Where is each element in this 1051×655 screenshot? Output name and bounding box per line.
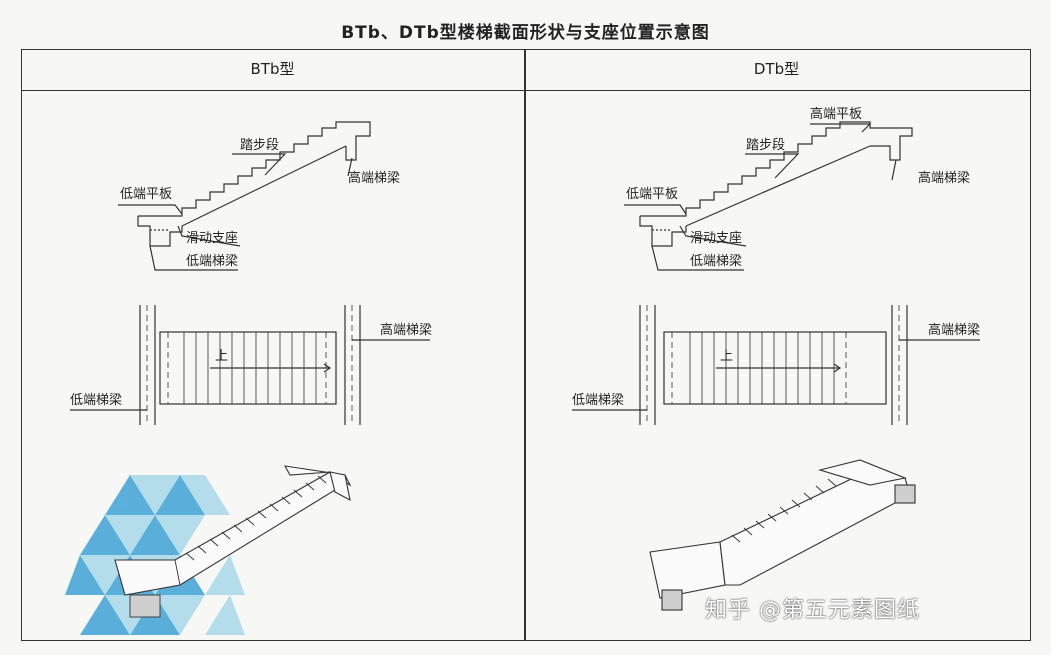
dtb-steps-label: 踏步段 [746,138,785,153]
dtb-3d-high-slab [817,459,907,486]
dtb-low-slab-label: 低端平板 [626,187,678,202]
dtb-3d-stair-body [719,469,911,586]
dtb-3d-view [649,459,916,611]
header-divider [21,90,1031,91]
btb-sliding-support-label: 滑动支座 [186,231,238,246]
btb-steps-label: 踏步段 [240,138,279,153]
dtb-3d-low-slab [649,541,726,599]
dtb-plan-up-label: 上 [720,349,733,364]
btb-stair-profile [138,121,371,217]
dtb-plan-view [572,305,980,425]
dtb-section-view [624,121,913,271]
btb-low-slab [137,216,183,247]
dtb-high-beam-label: 高端梯梁 [918,170,970,186]
btb-low-slab-label: 低端平板 [120,187,172,202]
btb-low-beam-label: 低端梯梁 [186,254,238,269]
dtb-heading: DTb型 [753,60,800,78]
dtb-high-slab-label: 高端平板 [810,106,862,122]
btb-heading: BTb型 [250,60,295,78]
btb-section-view [118,121,371,271]
dtb-stair-profile [640,121,913,217]
btb-plan-low-beam-label: 低端梯梁 [70,393,122,408]
btb-3d-view [65,465,352,635]
column-divider [524,49,526,641]
dtb-plan-high-beam-label: 高端梯梁 [928,322,980,338]
dtb-plan-low-beam-label: 低端梯梁 [572,393,624,408]
btb-high-beam-label: 高端梯梁 [348,170,400,186]
page-title: BTb、DTb型楼梯截面形状与支座位置示意图 [341,23,710,43]
drawing-frame [21,49,1031,641]
dtb-low-beam-label: 低端梯梁 [690,254,742,269]
dtb-low-slab [639,216,687,247]
dtb-sliding-support-label: 滑动支座 [690,231,742,246]
btb-plan-view [70,305,430,425]
btb-plan-high-beam-label: 高端梯梁 [380,322,432,338]
watermark-text: 知乎 @第五元素图纸 [705,598,920,623]
btb-plan-up-label: 上 [215,349,228,364]
